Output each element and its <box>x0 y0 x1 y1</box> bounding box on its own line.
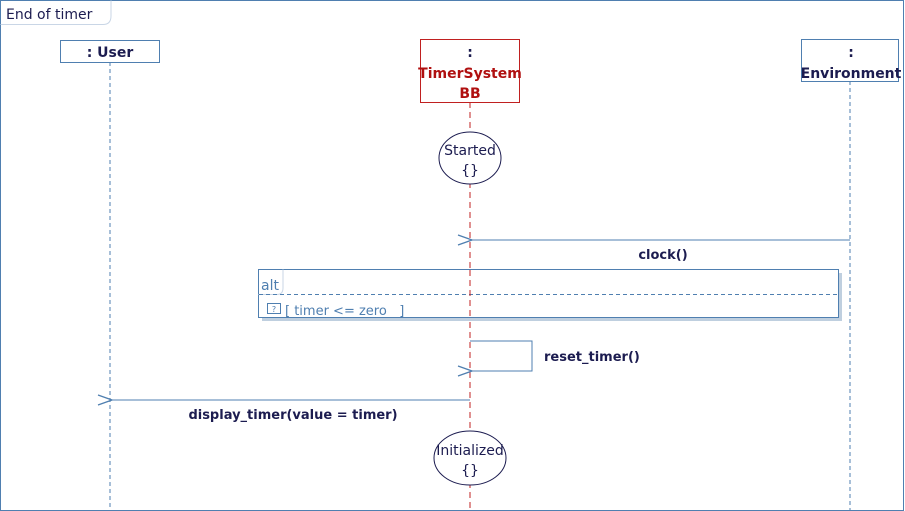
lifeline-timer-system-stereotype: BB <box>459 86 480 102</box>
lifeline-environment-prefix: : <box>848 45 854 61</box>
lifeline-user-head[interactable] <box>60 40 160 63</box>
alt-fragment-operator: alt <box>261 278 279 294</box>
frame-title-tab <box>0 0 112 25</box>
message-reset-timer[interactable]: reset_timer() <box>470 340 640 371</box>
lifeline-environment-head[interactable] <box>801 39 899 82</box>
lifeline-timer-system-prefix: : <box>467 45 473 61</box>
message-reset-timer-label: reset_timer() <box>544 350 640 365</box>
guard-icon: ? <box>267 303 281 314</box>
lifeline-user[interactable]: : User <box>60 40 160 511</box>
lifeline-timer-system-head[interactable] <box>420 39 520 103</box>
alt-fragment[interactable]: alt ? [ timer <= zero ] <box>258 269 843 322</box>
state-initialized-body: {} <box>461 463 479 479</box>
frame-title: End of timer <box>6 7 93 23</box>
lifeline-user-label: : User <box>87 45 134 61</box>
lifeline-timer-system[interactable]: : TimerSystem BB <box>418 39 522 511</box>
state-started[interactable]: Started {} <box>438 131 502 185</box>
message-display-timer-label: display_timer(value = timer) <box>188 408 397 423</box>
state-started-body: {} <box>461 163 479 179</box>
alt-fragment-guard: [ timer <= zero ] <box>285 304 404 319</box>
message-clock-label: clock() <box>638 248 687 263</box>
alt-fragment-box <box>258 269 839 318</box>
message-clock[interactable]: clock() <box>472 240 850 263</box>
message-display-timer[interactable]: display_timer(value = timer) <box>112 400 470 423</box>
state-started-label: Started <box>444 143 496 159</box>
lifeline-timer-system-label: TimerSystem <box>418 66 522 82</box>
svg-text:?: ? <box>272 305 276 314</box>
lifeline-environment[interactable]: : Environment <box>801 39 902 511</box>
state-initialized[interactable]: Initialized {} <box>433 430 507 486</box>
message-reset-timer-arrow <box>470 340 533 371</box>
alt-fragment-operator-tab <box>258 269 284 295</box>
state-initialized-label: Initialized <box>436 443 503 459</box>
lifeline-environment-label: Environment <box>801 66 902 82</box>
